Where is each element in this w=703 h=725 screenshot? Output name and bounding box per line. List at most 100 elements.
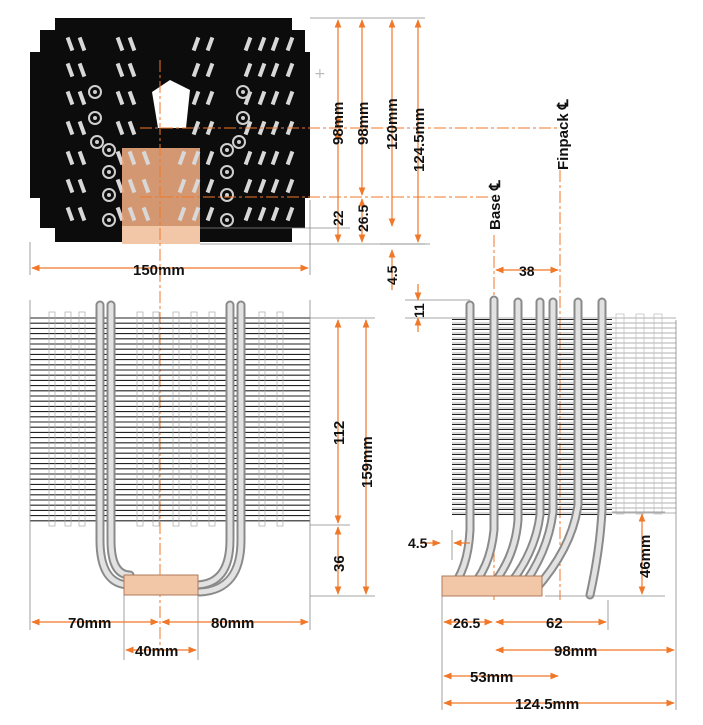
dim-4-5-vertical: 4.5 (384, 265, 400, 285)
fin-slot (65, 206, 75, 222)
fin-slot-body (127, 90, 137, 106)
mounting-hole (236, 85, 250, 99)
fin-slot-body (77, 206, 87, 222)
front-dimensions: 70mm 80mm 40mm 112 36 159mm 11 (29, 284, 470, 660)
dim-top-width: 150mm (133, 262, 185, 279)
fin-slot-body (205, 178, 215, 194)
mounting-hole (102, 188, 116, 202)
fin-slot-body (127, 120, 137, 136)
dim-side-124-5mm: 124.5mm (515, 696, 579, 713)
fin-slot-body (243, 150, 253, 166)
mounting-hole-center (107, 170, 111, 174)
side-fin-tab-column (615, 313, 625, 515)
fin-slot-body (205, 206, 215, 222)
fin-slot-body (65, 36, 75, 52)
fin-slot-body (243, 90, 253, 106)
front-fin-tab-column (78, 311, 86, 527)
fin-slot-body (257, 206, 267, 222)
fin-slot-body (257, 150, 267, 166)
fin-slot-body (285, 90, 295, 106)
fin-slot-body (243, 178, 253, 194)
fin-slot-body (257, 90, 267, 106)
fin-slot (205, 150, 215, 166)
fin-slot (191, 206, 201, 222)
mounting-hole (88, 111, 102, 125)
copper-base-top-lower (122, 226, 200, 244)
fin-slot (141, 178, 151, 194)
fin-slot-body (205, 36, 215, 52)
side-copper-base (441, 575, 543, 597)
fin-slot-body (191, 36, 201, 52)
fin-slot (191, 90, 201, 106)
fin-slot (115, 90, 125, 106)
fin-slot (285, 90, 295, 106)
mounting-hole-center (93, 90, 97, 94)
fin-slot-body (270, 62, 280, 78)
center-cutout (152, 80, 190, 128)
fin-slot-body (77, 120, 87, 136)
dim-70mm: 70mm (68, 615, 111, 632)
mounting-hole (102, 213, 116, 227)
fin-slot (191, 62, 201, 78)
fin-slot-body (127, 36, 137, 52)
dim-112: 112 (331, 421, 348, 445)
dim-98mm-b: 98mm (355, 102, 372, 145)
fin-slot-body (257, 178, 267, 194)
fin-slot-body (257, 62, 267, 78)
base-centerline-label: Base ℄ (487, 180, 504, 230)
fin-slot (77, 36, 87, 52)
fin-slot-body (270, 36, 280, 52)
dim-11: 11 (411, 303, 427, 318)
fin-slot-body (285, 36, 295, 52)
mounting-hole (232, 135, 246, 149)
mounting-hole (102, 165, 116, 179)
dim-side-53mm: 53mm (470, 669, 513, 686)
dim-40mm: 40mm (135, 643, 178, 660)
fin-slot (127, 150, 137, 166)
fin-slot-body (177, 206, 187, 222)
fin-slot-body (243, 206, 253, 222)
dim-38: 38 (519, 263, 535, 279)
mounting-hole (220, 165, 234, 179)
fin-slot (205, 206, 215, 222)
fin-slot-body (65, 120, 75, 136)
fin-slot-body (191, 90, 201, 106)
dim-159mm: 159mm (359, 436, 376, 488)
dim-side-62: 62 (546, 615, 563, 632)
fin-slot-body (270, 178, 280, 194)
fin-slot (285, 206, 295, 222)
fin-slot (115, 62, 125, 78)
fin-slot-body (205, 90, 215, 106)
fin-slot (65, 62, 75, 78)
fin-slot (285, 178, 295, 194)
fin-slot (127, 178, 137, 194)
fin-slot (177, 178, 187, 194)
fin-slot (77, 62, 87, 78)
dim-46mm: 46mm (637, 535, 654, 578)
fin-slot-body (191, 120, 201, 136)
fin-slot (65, 150, 75, 166)
fin-slot (141, 150, 151, 166)
fin-slot-body (65, 150, 75, 166)
fin-slot-body (65, 90, 75, 106)
fin-slot (257, 150, 267, 166)
mounting-hole (220, 188, 234, 202)
fin-slot (127, 120, 137, 136)
fin-slot-body (127, 178, 137, 194)
fin-slot-body (243, 36, 253, 52)
fin-slot (270, 150, 280, 166)
mounting-hole (88, 85, 102, 99)
mounting-hole-center (225, 148, 229, 152)
dim-side-26-5: 26.5 (453, 615, 480, 631)
fin-slot (65, 120, 75, 136)
fin-slot-body (191, 206, 201, 222)
fin-slots-over-base (127, 150, 201, 222)
mounting-hole-center (241, 116, 245, 120)
fin-slot-body (285, 178, 295, 194)
fin-slot-body (141, 178, 151, 194)
fin-slot-body (177, 150, 187, 166)
fin-slot (257, 178, 267, 194)
fin-slot-body (191, 62, 201, 78)
fin-slot (191, 36, 201, 52)
mounting-hole-center (107, 193, 111, 197)
